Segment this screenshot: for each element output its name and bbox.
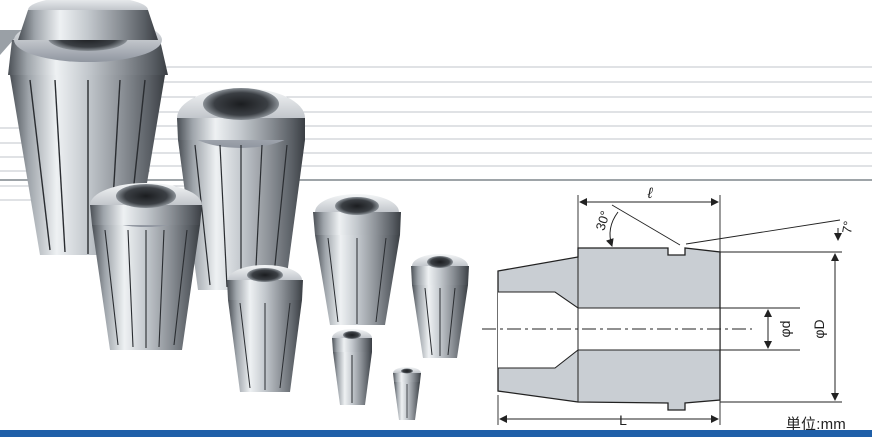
collet-right-small xyxy=(411,254,469,358)
unit-label: 単位:mm xyxy=(785,416,846,433)
collet-product-photo xyxy=(8,0,469,420)
collet-smallest xyxy=(393,367,421,420)
collet-medium xyxy=(90,183,202,350)
collet-small xyxy=(227,265,303,392)
collet-technical-drawing: ℓ L φd φD 30° 7° xyxy=(482,185,856,428)
label-angle-30: 30° xyxy=(593,209,613,232)
collet-tiny xyxy=(332,329,372,405)
accent-bar xyxy=(0,430,872,437)
arc-30 xyxy=(605,211,619,247)
collet-medium-large xyxy=(177,88,305,290)
collet-medium-small xyxy=(313,194,401,325)
label-bore-diameter: φd xyxy=(777,321,793,338)
collet-large xyxy=(8,0,168,255)
label-flat-length: ℓ xyxy=(647,185,654,202)
label-overall-length: L xyxy=(619,412,627,428)
label-angle-7: 7° xyxy=(839,220,856,235)
label-outer-diameter: φD xyxy=(811,319,827,338)
